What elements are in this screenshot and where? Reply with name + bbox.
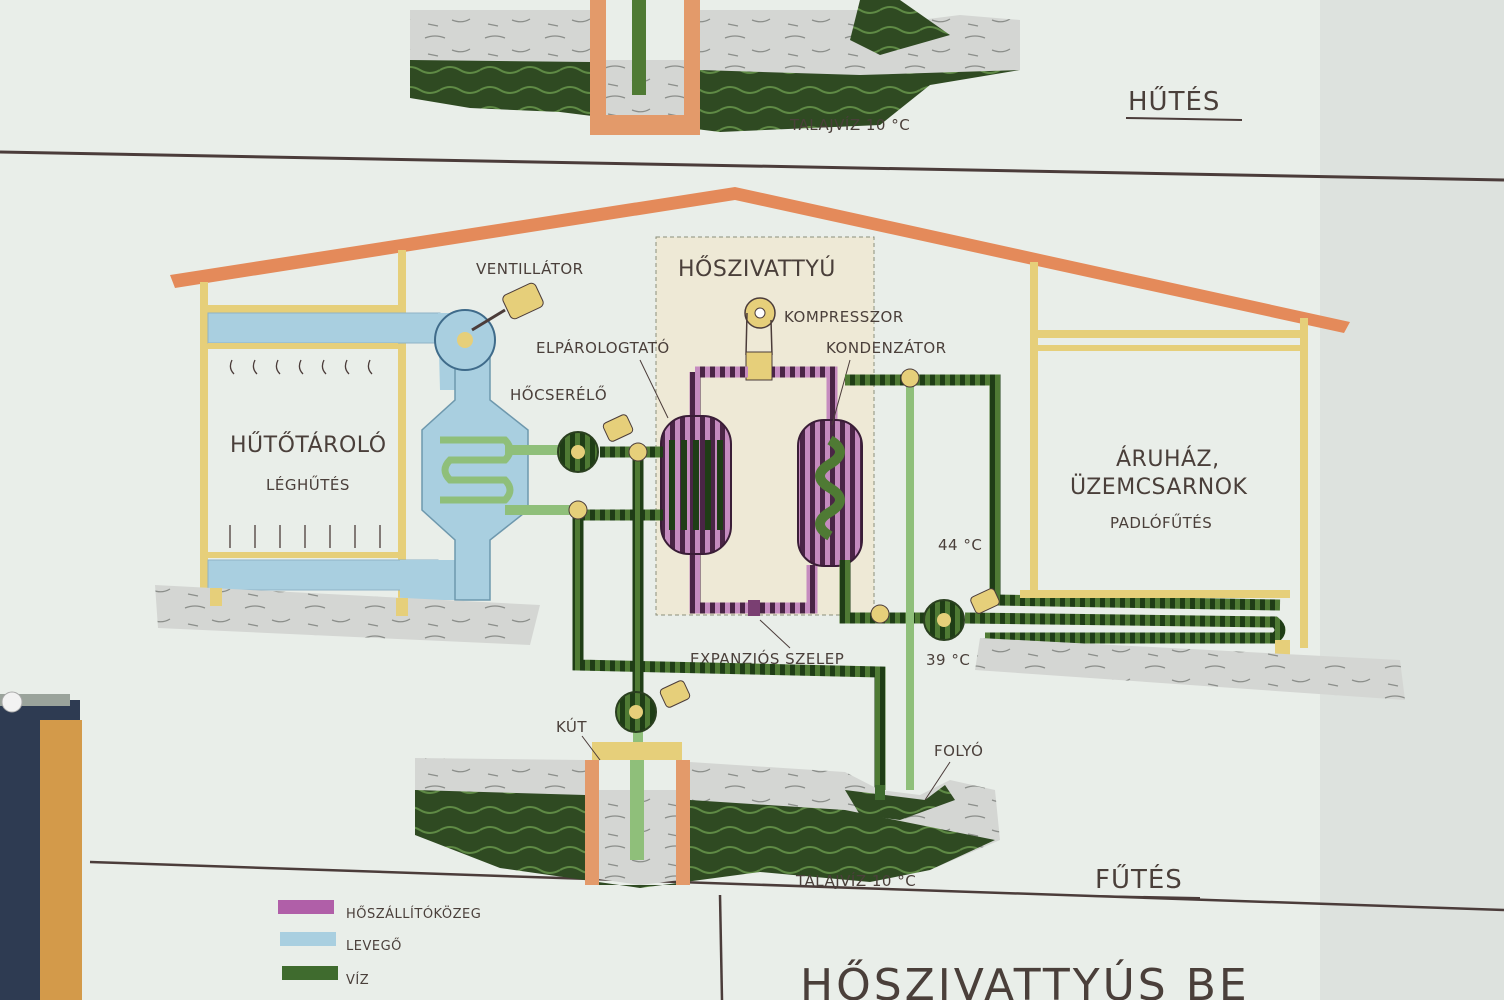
compressor-label: KOMPRESSZOR (784, 308, 904, 326)
heat-pump-label: HŐSZIVATTYÚ (678, 256, 836, 282)
legend: HŐSZÁLLÍTÓKÖZEG LEVEGŐ VÍZ (278, 900, 481, 988)
legend-label-air: LEVEGŐ (346, 938, 402, 954)
top-groundwater-label: TALAJVÍZ 10 °C (789, 115, 910, 134)
legend-label-medium: HŐSZÁLLÍTÓKÖZEG (346, 905, 481, 922)
warehouse-name-line1: ÁRUHÁZ, (1116, 446, 1220, 472)
cold-storage-arrows (229, 359, 381, 548)
bottom-divider (89, 860, 1504, 912)
bottom-well-scene (415, 742, 1000, 888)
legend-swatch-water (282, 966, 338, 980)
warehouse-subtitle: PADLÓFŰTÉS (1110, 512, 1212, 532)
fan-label: VENTILLÁTOR (476, 259, 584, 278)
evaporator-label: ELPÁROLOGTATÓ (536, 338, 670, 357)
top-divider (0, 150, 1504, 182)
glare-right (1320, 0, 1504, 1000)
legend-label-water: VÍZ (346, 972, 369, 988)
heat-exchanger-label: HŐCSERÉLŐ (510, 384, 607, 404)
refrigerant-loop (689, 366, 838, 614)
legend-swatch-medium (278, 900, 334, 914)
river-label: FOLYÓ (934, 741, 983, 760)
well-label: KÚT (556, 717, 587, 736)
warehouse-name-line2: ÜZEMCSARNOK (1070, 474, 1248, 500)
legend-swatch-air (280, 932, 336, 946)
cold-storage-name: HŰTŐTÁROLÓ (230, 432, 387, 458)
fan-motor-icon (502, 282, 544, 320)
condenser-label: KONDENZÁTOR (826, 338, 947, 357)
top-well-scene (410, 0, 1020, 135)
bottom-section-title: FŰTÉS (1095, 863, 1183, 895)
water-piping (572, 374, 1286, 790)
bottom-groundwater-label: TALAJVÍZ 10 °C (795, 871, 916, 890)
poster-title: HŐSZIVATTYÚS BE (800, 958, 1250, 1000)
left-ground (155, 585, 540, 645)
legend-divider (718, 894, 724, 1000)
temp-hot-label: 44 °C (938, 536, 982, 554)
temp-cold-label: 39 °C (926, 651, 970, 669)
right-ground (975, 638, 1405, 700)
expansion-valve-icon (748, 600, 760, 616)
top-section-title: HŰTÉS (1128, 85, 1220, 117)
cold-storage-subtitle: LÉGHŰTÉS (266, 474, 350, 494)
